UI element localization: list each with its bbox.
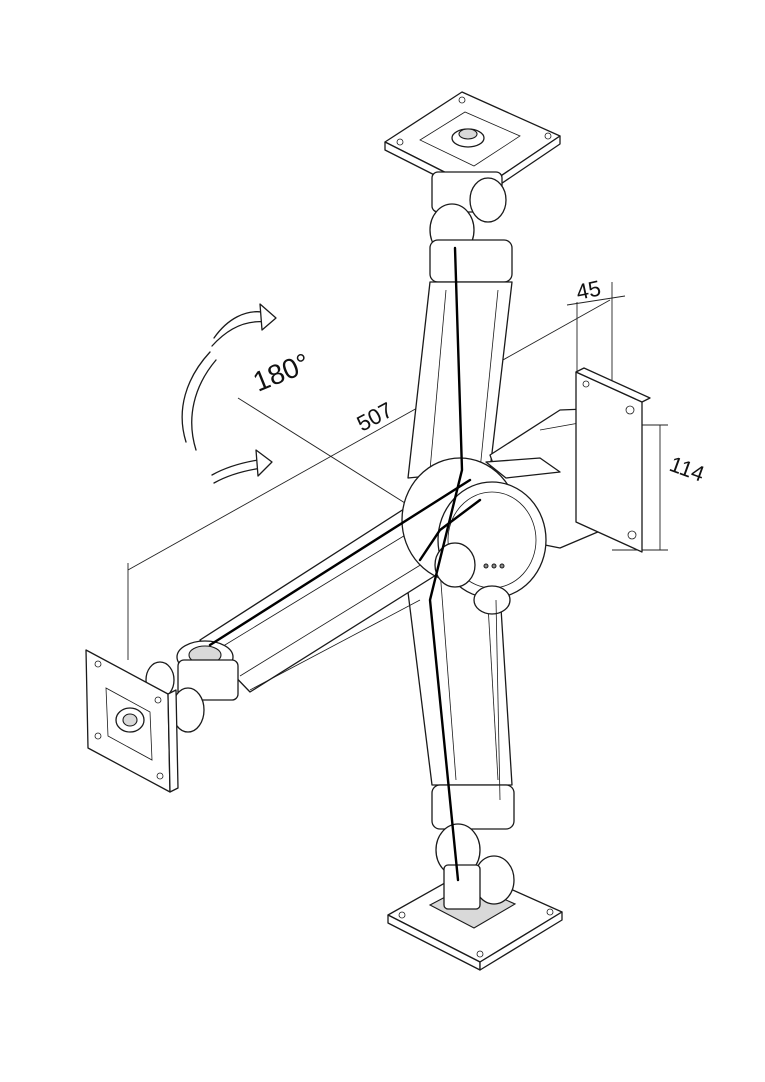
rotation-label: 180°	[249, 347, 314, 397]
left-vesa-plate	[85, 649, 179, 793]
plate-offset-label: 45	[574, 275, 603, 305]
plate-height-label: 114	[666, 451, 708, 486]
cables	[208, 246, 501, 882]
rotation-indicator	[181, 303, 277, 484]
dimension-lines	[127, 282, 668, 660]
arm-length-label: 507	[353, 397, 397, 436]
right-wall-plate	[575, 367, 651, 553]
